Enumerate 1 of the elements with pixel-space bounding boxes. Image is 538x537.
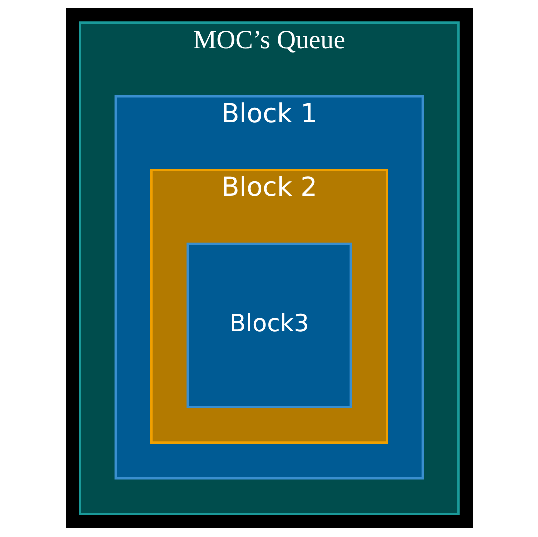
node-box: Block3	[186, 242, 352, 408]
